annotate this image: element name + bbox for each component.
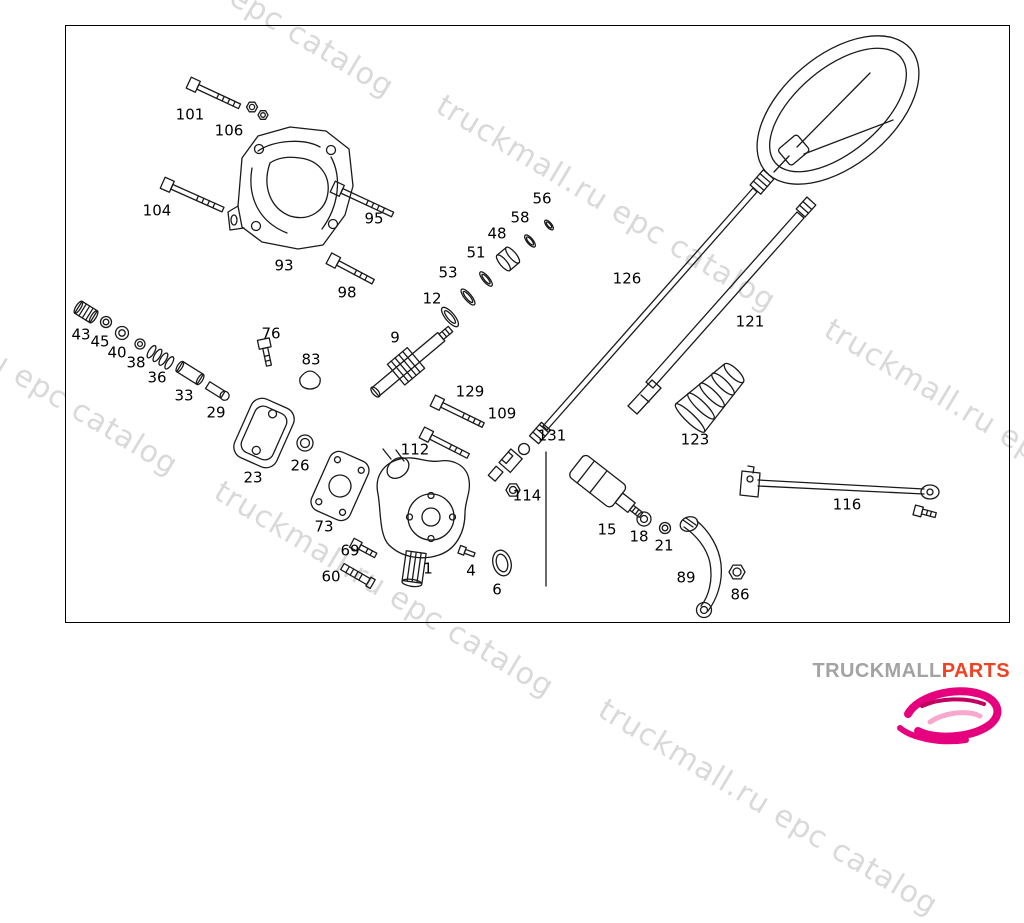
part-label-86: 86 — [730, 585, 750, 604]
part-label-95: 95 — [364, 209, 384, 228]
part-label-45: 45 — [90, 332, 110, 351]
part-label-109: 109 — [487, 404, 517, 423]
part-label-9: 9 — [390, 328, 400, 347]
part-label-56: 56 — [532, 189, 552, 208]
part-label-4: 4 — [466, 561, 476, 580]
part-label-48: 48 — [487, 224, 507, 243]
part-label-114: 114 — [512, 486, 542, 505]
part-label-106: 106 — [214, 121, 244, 140]
diagram-line-art — [73, 35, 1002, 745]
part-label-15: 15 — [597, 520, 617, 539]
part-label-58: 58 — [510, 208, 530, 227]
upper-steering-shaft — [542, 187, 758, 431]
logo-brand-text: TRUCKMALL — [812, 660, 942, 682]
part-label-104: 104 — [142, 201, 172, 220]
part-label-121: 121 — [735, 312, 765, 331]
steering-gearbox — [376, 448, 512, 588]
part-label-29: 29 — [206, 403, 226, 422]
part-label-36: 36 — [147, 368, 167, 387]
part-label-12: 12 — [422, 289, 442, 308]
part-label-116: 116 — [832, 495, 862, 514]
part-label-112: 112 — [400, 440, 430, 459]
logo-swirl-icon — [897, 687, 1002, 745]
logo-suffix-text: PARTS — [941, 660, 1010, 682]
part-label-69: 69 — [340, 541, 360, 560]
part-label-33: 33 — [174, 386, 194, 405]
part-label-89: 89 — [676, 568, 696, 587]
part-label-23: 23 — [243, 468, 263, 487]
part-label-6: 6 — [492, 580, 502, 599]
brand-logo: TRUCKMALLPARTS — [813, 660, 1010, 683]
part-label-93: 93 — [274, 256, 294, 275]
mounting-bolts — [159, 76, 395, 285]
part-label-129: 129 — [455, 382, 485, 401]
part-label-18: 18 — [629, 527, 649, 546]
lower-column-tube — [627, 196, 817, 415]
part-label-83: 83 — [301, 350, 321, 369]
part-label-26: 26 — [290, 456, 310, 475]
part-label-98: 98 — [337, 283, 357, 302]
coupling-bolts — [418, 394, 485, 459]
mounting-bracket — [227, 126, 354, 250]
part-label-1: 1 — [423, 559, 433, 578]
drag-link-end — [569, 454, 672, 535]
part-label-53: 53 — [438, 263, 458, 282]
part-label-38: 38 — [126, 353, 146, 372]
part-label-126: 126 — [612, 269, 642, 288]
gasket-and-covers — [233, 397, 378, 590]
part-label-43: 43 — [71, 325, 91, 344]
part-label-51: 51 — [466, 243, 486, 262]
part-label-60: 60 — [321, 567, 341, 586]
part-label-40: 40 — [107, 343, 127, 362]
part-label-123: 123 — [680, 430, 710, 449]
side-cover-parts — [256, 337, 321, 390]
part-label-131: 131 — [537, 426, 567, 445]
part-label-76: 76 — [261, 324, 281, 343]
column-boot — [674, 362, 745, 433]
part-label-21: 21 — [654, 536, 674, 555]
adjuster-parts-chain — [73, 300, 230, 401]
diagram-frame — [65, 25, 1010, 623]
universal-joint — [487, 421, 552, 587]
pitman-arm — [679, 516, 746, 619]
part-label-101: 101 — [175, 105, 205, 124]
part-label-73: 73 — [314, 517, 334, 536]
steering-wheel-drawing — [749, 35, 920, 195]
worm-shaft-and-bearings — [370, 219, 554, 398]
tie-rod — [739, 465, 940, 519]
